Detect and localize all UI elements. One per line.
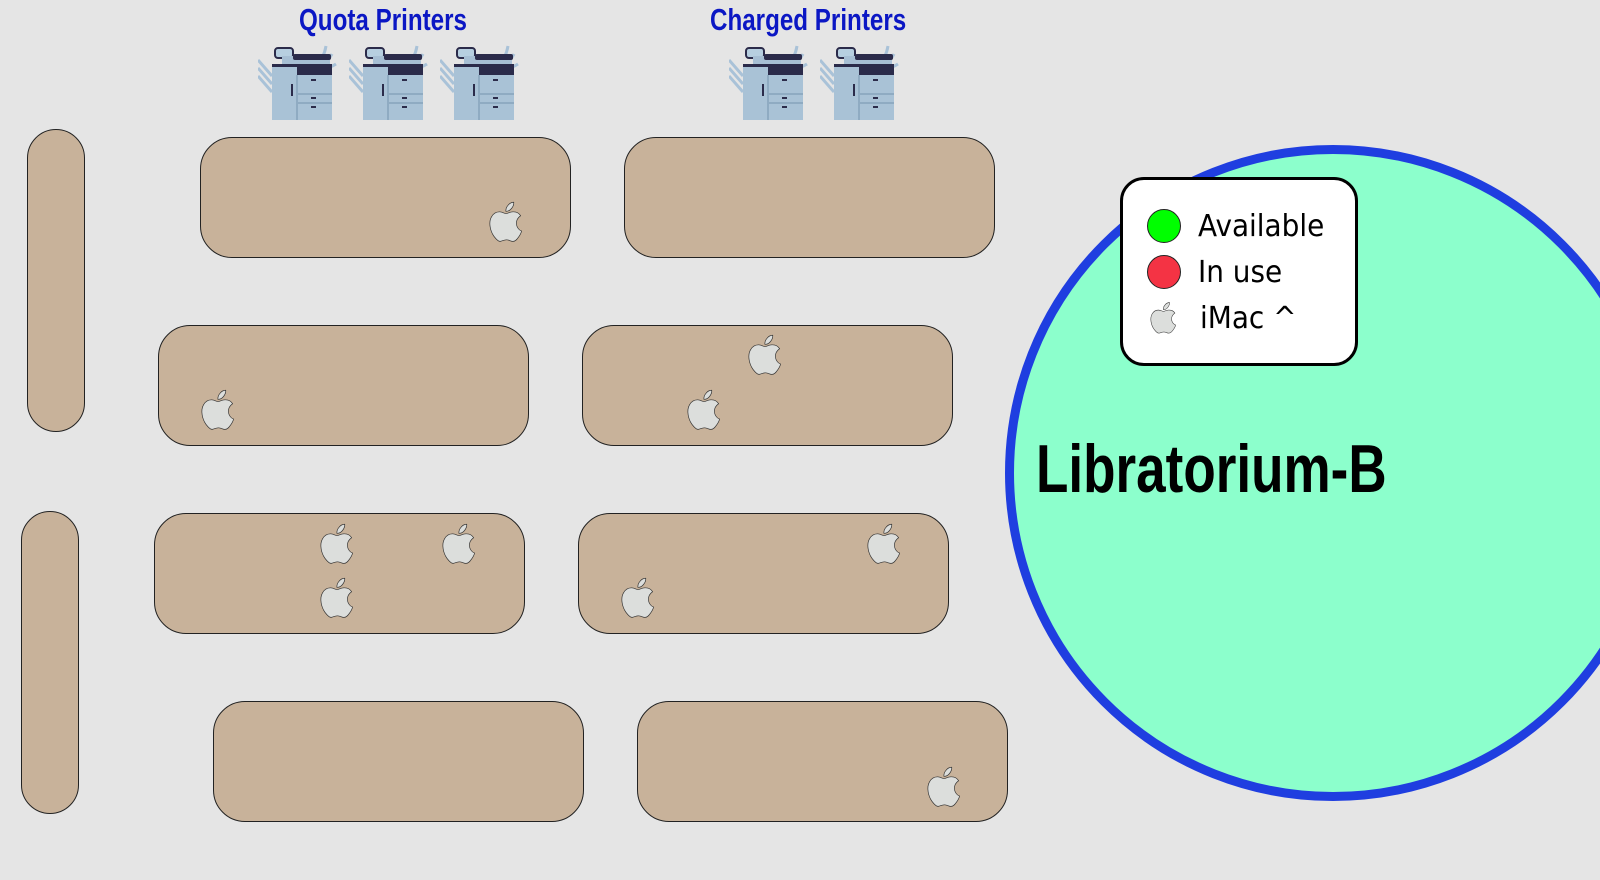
legend-label: Available bbox=[1198, 208, 1325, 244]
imac-apple-icon[interactable] bbox=[197, 382, 243, 438]
quota-printer-icon[interactable] bbox=[349, 38, 429, 120]
legend-label: iMac ^ bbox=[1200, 300, 1297, 336]
legend-in-use: In use bbox=[1147, 252, 1289, 292]
wall-counter bbox=[21, 511, 79, 814]
imac-apple-icon[interactable] bbox=[617, 570, 663, 626]
quota-printer-icon[interactable] bbox=[258, 38, 338, 120]
imac-apple-icon[interactable] bbox=[316, 570, 362, 626]
available-dot-icon bbox=[1147, 209, 1181, 243]
room-name: Libratorium-B bbox=[1036, 431, 1387, 507]
legend-label: In use bbox=[1198, 254, 1283, 290]
wall-counter bbox=[27, 129, 85, 432]
in-use-dot-icon bbox=[1147, 255, 1181, 289]
table bbox=[578, 513, 949, 634]
imac-apple-icon[interactable] bbox=[316, 516, 362, 572]
legend-imac: iMac ^ bbox=[1147, 298, 1304, 338]
imac-apple-icon[interactable] bbox=[863, 516, 909, 572]
table bbox=[624, 137, 995, 258]
charged-printer-icon[interactable] bbox=[820, 38, 900, 120]
imac-apple-icon[interactable] bbox=[485, 194, 531, 250]
apple-icon bbox=[1147, 295, 1183, 341]
imac-apple-icon[interactable] bbox=[923, 759, 969, 815]
charged-printer-icon[interactable] bbox=[729, 38, 809, 120]
charged-printers-title: Charged Printers bbox=[710, 2, 907, 37]
imac-apple-icon[interactable] bbox=[438, 516, 484, 572]
quota-printer-icon[interactable] bbox=[440, 38, 520, 120]
legend-available: Available bbox=[1147, 206, 1334, 246]
imac-apple-icon[interactable] bbox=[744, 327, 790, 383]
table bbox=[582, 325, 953, 446]
quota-printers-title: Quota Printers bbox=[299, 2, 467, 37]
imac-apple-icon[interactable] bbox=[683, 382, 729, 438]
table bbox=[213, 701, 584, 822]
legend: Available In use iMac ^ bbox=[1120, 177, 1358, 366]
